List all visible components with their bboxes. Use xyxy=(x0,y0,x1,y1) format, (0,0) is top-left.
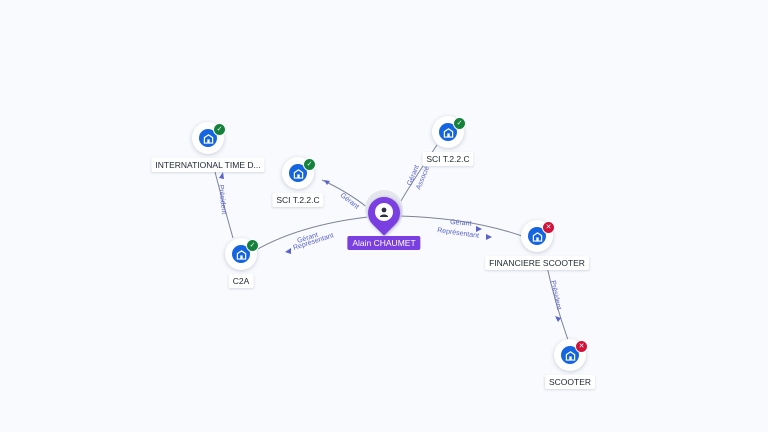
edge-center-c2a xyxy=(255,216,369,251)
node-label: SCI T.2.2.C xyxy=(272,193,324,207)
edge-arrow xyxy=(324,180,330,185)
center-person-name[interactable]: Alain CHAUMET xyxy=(347,236,421,250)
node-label: C2A xyxy=(228,274,254,288)
edge-label: Gérant xyxy=(450,219,472,227)
edge-label: Président xyxy=(217,184,227,214)
edge-label: Représentant xyxy=(437,227,480,240)
edge-arrow xyxy=(285,248,291,254)
person-icon xyxy=(375,203,393,221)
node-label: SCI T.2.2.C xyxy=(422,152,474,166)
edge-arrow xyxy=(219,172,224,179)
inactive-status-icon: ✕ xyxy=(542,221,555,234)
active-status-icon: ✓ xyxy=(246,239,259,252)
company-building-icon xyxy=(439,123,457,141)
node-label: INTERNATIONAL TIME D... xyxy=(151,158,265,172)
company-building-icon xyxy=(289,164,307,182)
node-label: FINANCIERE SCOOTER xyxy=(485,256,589,270)
edge-c2a-international xyxy=(214,171,234,239)
edge-arrow xyxy=(555,316,561,322)
active-status-icon: ✓ xyxy=(213,123,226,136)
edge-arrow xyxy=(476,226,482,232)
active-status-icon: ✓ xyxy=(303,158,316,171)
active-status-icon: ✓ xyxy=(453,117,466,130)
company-building-icon xyxy=(199,129,217,147)
inactive-status-icon: ✕ xyxy=(575,340,588,353)
edge-center-financiere xyxy=(399,215,523,237)
edge-arrow xyxy=(486,234,492,240)
company-building-icon xyxy=(232,245,250,263)
company-building-icon xyxy=(561,346,579,364)
company-building-icon xyxy=(528,227,546,245)
node-label: SCOOTER xyxy=(544,375,596,389)
edge-label: Président xyxy=(549,280,562,310)
